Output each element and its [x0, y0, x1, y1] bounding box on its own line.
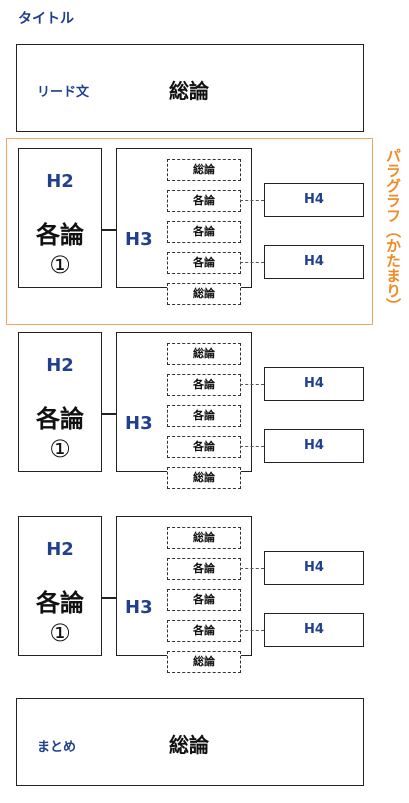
h4-connector	[240, 630, 264, 631]
h4-connector	[240, 568, 264, 569]
h4-connector	[240, 446, 264, 447]
h4-box: H4	[264, 183, 364, 217]
h2-number: ①	[49, 619, 71, 647]
intro-box: リード文 総論	[16, 44, 364, 132]
paragraph-label: パラグラフ（かたまり）	[384, 148, 402, 313]
h4-connector	[240, 384, 264, 385]
h3-box: H3 総論 各論 各論 各論 総論	[116, 148, 252, 305]
h4-box: H4	[264, 245, 364, 279]
h2-kakuron: 各論	[36, 405, 84, 433]
h2-h3-connector	[102, 413, 118, 415]
outro-text: 総論	[169, 733, 209, 757]
diagram-title: タイトル	[18, 11, 74, 27]
h2-h3-connector	[102, 597, 118, 599]
h2-label: H2	[46, 171, 74, 192]
h2-box: H2 各論 ①	[18, 148, 102, 288]
h3-label: H3	[125, 413, 153, 434]
h2-number: ①	[49, 435, 71, 463]
h4-connector	[240, 200, 264, 201]
paragraph-item: 各論	[167, 252, 241, 274]
h2-box: H2 各論 ①	[18, 516, 102, 656]
outro-label: まとめ	[37, 740, 77, 755]
h4-connector	[240, 262, 264, 263]
h3-box: H3 総論 各論 各論 各論 総論	[116, 332, 252, 489]
paragraph-item: 総論	[167, 527, 241, 549]
h2-kakuron: 各論	[36, 589, 84, 617]
paragraph-item: 各論	[167, 436, 241, 458]
paragraph-item: 総論	[167, 651, 241, 673]
paragraph-item: 各論	[167, 405, 241, 427]
paragraph-item: 総論	[167, 283, 241, 305]
h2-h3-connector	[102, 229, 118, 231]
paragraph-item: 総論	[167, 467, 241, 489]
paragraph-item: 総論	[167, 159, 241, 181]
paragraph-item: 各論	[167, 620, 241, 642]
paragraph-item: 総論	[167, 343, 241, 365]
section-2: H2 各論 ① H3 総論 各論 各論 各論 総論 H4 H4	[0, 332, 409, 489]
section-1: H2 各論 ① H3 総論 各論 各論 各論 総論 H4 H4	[0, 148, 409, 305]
paragraph-item: 各論	[167, 190, 241, 212]
intro-text: 総論	[169, 79, 209, 103]
h2-kakuron: 各論	[36, 221, 84, 249]
h4-box: H4	[264, 367, 364, 401]
h4-box: H4	[264, 613, 364, 647]
h4-box: H4	[264, 429, 364, 463]
h2-number: ①	[49, 251, 71, 279]
h2-label: H2	[46, 355, 74, 376]
h3-label: H3	[125, 229, 153, 250]
paragraph-item: 各論	[167, 558, 241, 580]
paragraph-highlight-frame	[6, 138, 373, 325]
h3-box: H3 総論 各論 各論 各論 総論	[116, 516, 252, 673]
intro-label: リード文	[37, 85, 90, 100]
h2-box: H2 各論 ①	[18, 332, 102, 472]
h4-box: H4	[264, 551, 364, 585]
outro-box: まとめ 総論	[16, 698, 364, 786]
paragraph-item: 各論	[167, 589, 241, 611]
paragraph-item: 各論	[167, 221, 241, 243]
section-3: H2 各論 ① H3 総論 各論 各論 各論 総論 H4 H4	[0, 516, 409, 673]
paragraph-item: 各論	[167, 374, 241, 396]
h3-label: H3	[125, 597, 153, 618]
h2-label: H2	[46, 539, 74, 560]
